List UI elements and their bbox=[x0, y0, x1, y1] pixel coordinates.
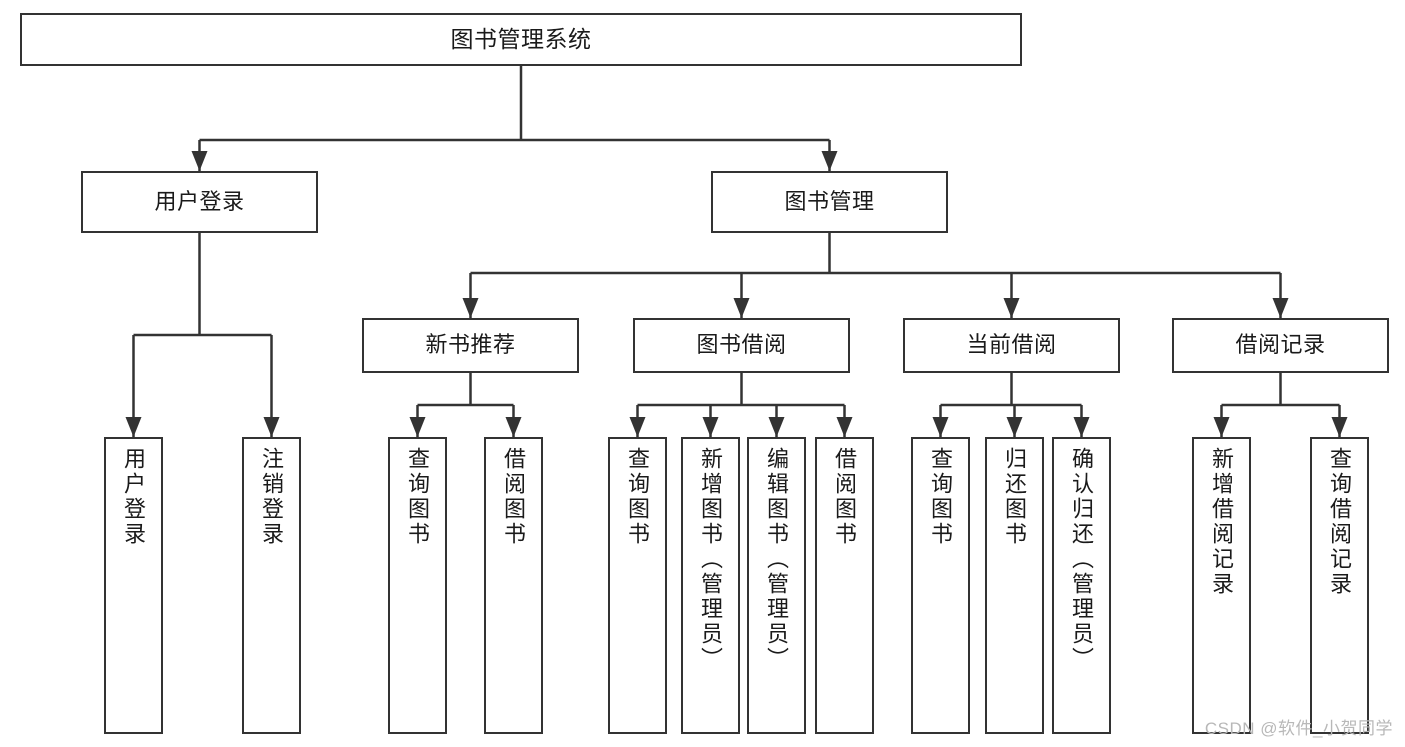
arrow-head-book-manage bbox=[821, 151, 838, 171]
node-label-borrow-record: 借阅记录 bbox=[1235, 332, 1326, 358]
node-label-leaf-borrow-book-1: 借阅图书 bbox=[501, 447, 527, 547]
arrow-head-leaf-borrow-book-1 bbox=[505, 417, 522, 437]
node-label-leaf-query-book-3: 查询图书 bbox=[928, 447, 954, 547]
node-current-borrow[interactable]: 当前借阅 bbox=[903, 318, 1120, 373]
node-label-leaf-add-record: 新增借阅记录 bbox=[1209, 447, 1235, 597]
arrow-head-leaf-logout bbox=[263, 417, 280, 437]
node-leaf-confirm-return[interactable]: 确认归还（管理员） bbox=[1052, 437, 1111, 734]
node-label-user-login: 用户登录 bbox=[154, 188, 245, 214]
node-label-leaf-borrow-book-2: 借阅图书 bbox=[832, 447, 858, 547]
node-label-leaf-return-book: 归还图书 bbox=[1002, 447, 1028, 547]
node-leaf-add-book[interactable]: 新增图书（管理员） bbox=[681, 437, 740, 734]
node-label-leaf-user-login: 用户登录 bbox=[121, 447, 147, 547]
node-leaf-borrow-book-1[interactable]: 借阅图书 bbox=[484, 437, 543, 734]
arrow-head-leaf-query-book-3 bbox=[932, 417, 949, 437]
node-root[interactable]: 图书管理系统 bbox=[20, 13, 1022, 66]
arrow-head-leaf-return-book bbox=[1006, 417, 1023, 437]
arrow-head-borrow-record bbox=[1272, 298, 1289, 318]
node-new-book-rec[interactable]: 新书推荐 bbox=[362, 318, 579, 373]
arrow-head-leaf-user-login bbox=[125, 417, 142, 437]
arrow-head-user-login bbox=[191, 151, 208, 171]
arrow-head-leaf-borrow-book-2 bbox=[836, 417, 853, 437]
arrow-head-new-book-rec bbox=[462, 298, 479, 318]
arrow-head-leaf-confirm-return bbox=[1073, 417, 1090, 437]
watermark-text: CSDN @软件_小贺同学 bbox=[1204, 719, 1393, 738]
node-label-book-borrow: 图书借阅 bbox=[696, 332, 787, 358]
arrow-head-leaf-query-book-2 bbox=[629, 417, 646, 437]
node-leaf-edit-book[interactable]: 编辑图书（管理员） bbox=[747, 437, 806, 734]
node-leaf-add-record[interactable]: 新增借阅记录 bbox=[1192, 437, 1251, 734]
node-leaf-return-book[interactable]: 归还图书 bbox=[985, 437, 1044, 734]
node-label-leaf-logout: 注销登录 bbox=[259, 447, 285, 547]
node-label-leaf-query-book-1: 查询图书 bbox=[405, 447, 431, 547]
node-label-current-borrow: 当前借阅 bbox=[966, 332, 1057, 358]
node-label-leaf-edit-book: 编辑图书（管理员） bbox=[764, 447, 790, 672]
arrow-head-leaf-query-record bbox=[1331, 417, 1348, 437]
node-leaf-query-record[interactable]: 查询借阅记录 bbox=[1310, 437, 1369, 734]
node-leaf-logout[interactable]: 注销登录 bbox=[242, 437, 301, 734]
node-label-book-manage: 图书管理 bbox=[784, 188, 875, 214]
node-borrow-record[interactable]: 借阅记录 bbox=[1172, 318, 1389, 373]
arrow-head-current-borrow bbox=[1003, 298, 1020, 318]
node-book-borrow[interactable]: 图书借阅 bbox=[633, 318, 850, 373]
arrow-head-book-borrow bbox=[733, 298, 750, 318]
arrow-head-leaf-add-book bbox=[702, 417, 719, 437]
node-user-login[interactable]: 用户登录 bbox=[81, 171, 318, 233]
arrow-head-leaf-query-book-1 bbox=[409, 417, 426, 437]
node-book-manage[interactable]: 图书管理 bbox=[711, 171, 948, 233]
node-label-leaf-add-book: 新增图书（管理员） bbox=[698, 447, 724, 672]
node-label-leaf-query-book-2: 查询图书 bbox=[625, 447, 651, 547]
node-leaf-user-login[interactable]: 用户登录 bbox=[104, 437, 163, 734]
node-leaf-query-book-1[interactable]: 查询图书 bbox=[388, 437, 447, 734]
arrow-head-leaf-add-record bbox=[1213, 417, 1230, 437]
node-label-new-book-rec: 新书推荐 bbox=[425, 332, 516, 358]
node-leaf-query-book-3[interactable]: 查询图书 bbox=[911, 437, 970, 734]
node-label-root: 图书管理系统 bbox=[450, 25, 592, 52]
node-leaf-query-book-2[interactable]: 查询图书 bbox=[608, 437, 667, 734]
arrow-head-leaf-edit-book bbox=[768, 417, 785, 437]
node-label-leaf-query-record: 查询借阅记录 bbox=[1327, 447, 1353, 597]
node-label-leaf-confirm-return: 确认归还（管理员） bbox=[1069, 447, 1095, 672]
node-leaf-borrow-book-2[interactable]: 借阅图书 bbox=[815, 437, 874, 734]
